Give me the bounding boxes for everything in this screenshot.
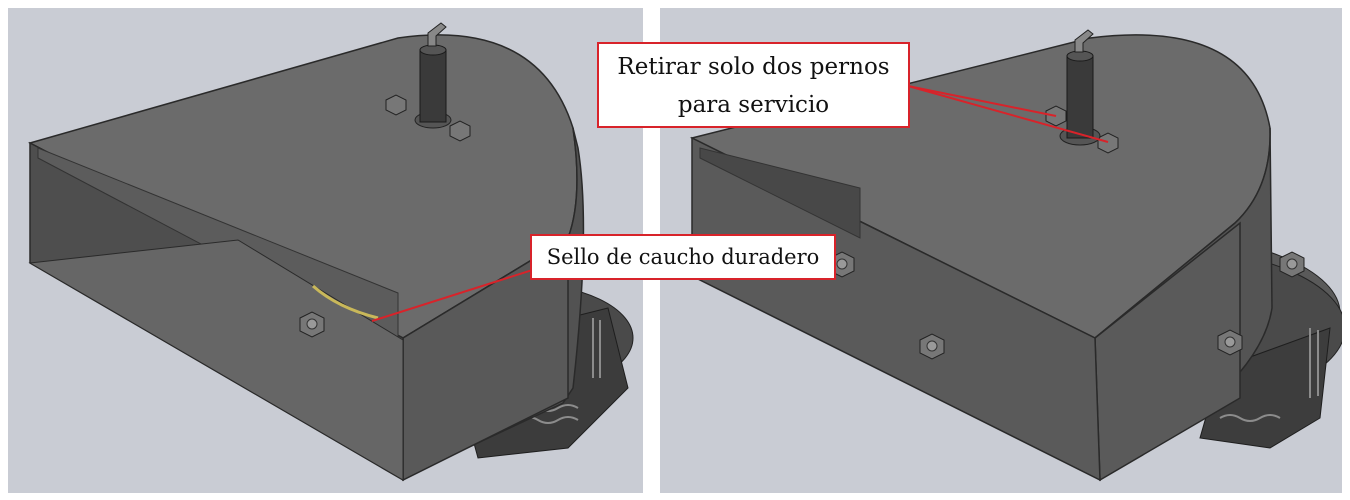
hex-bolt-icon — [385, 94, 407, 116]
hex-bolt-icon — [919, 333, 945, 360]
duct-inner-back — [699, 147, 861, 239]
right-view-panel — [660, 8, 1342, 493]
seal-callout: Sello de caucho duradero — [530, 234, 836, 280]
duct-opening — [691, 136, 1101, 482]
right-housing-drawing — [689, 29, 1342, 482]
hex-bolt-icon — [1045, 105, 1067, 127]
hex-bolt-icon — [1279, 251, 1305, 278]
bolts-callout-line2: para servicio — [677, 92, 830, 118]
hex-bolt-icon — [1217, 329, 1243, 356]
motor-body — [1199, 327, 1331, 449]
bolts-callout-line1: Retirar solo dos pernos — [617, 54, 890, 80]
hex-bolt-icon — [1097, 132, 1119, 154]
duct-floor — [28, 239, 404, 481]
spring-coils — [1219, 328, 1319, 422]
hex-bolt-icon — [449, 120, 471, 142]
rubber-seal-icon — [312, 284, 379, 320]
shaft-fitting-icon — [414, 22, 452, 129]
bolts-callout: Retirar solo dos pernos para servicio — [597, 42, 910, 128]
hex-bolt-icon — [299, 311, 325, 338]
seal-callout-text: Sello de caucho duradero — [546, 245, 820, 269]
hex-bolt-icon — [829, 251, 855, 278]
